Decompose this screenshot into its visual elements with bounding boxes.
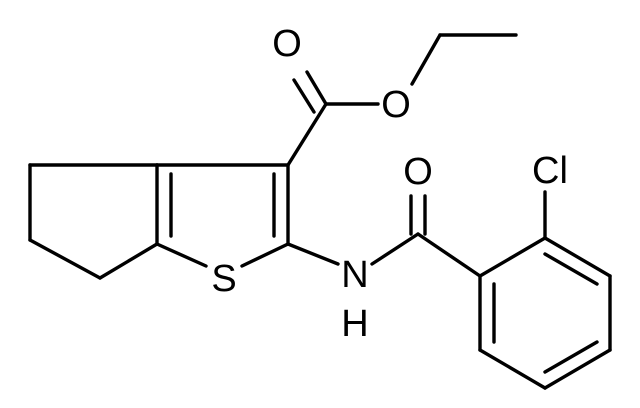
bond-c2-n — [286, 242, 340, 266]
atom-o-amide: O — [403, 151, 433, 193]
bond-c4-c5 — [98, 242, 159, 280]
bond-b4-b5-inner — [543, 340, 599, 374]
bond-b4-b5 — [543, 348, 612, 390]
atom-labels: O O O S N H Cl — [211, 23, 568, 345]
bond-cester-o-double-2 — [292, 78, 316, 114]
bonds — [28, 33, 612, 390]
bond-cester-o-double-1 — [305, 70, 328, 106]
bond-c3-cester — [286, 102, 328, 167]
bond-b2-b3 — [543, 236, 612, 278]
bond-c7a-s — [155, 242, 208, 268]
bond-b2-b3-inner — [543, 252, 599, 286]
bond-s-c2 — [240, 242, 290, 268]
atom-s: S — [211, 258, 236, 300]
atom-n: N — [341, 254, 368, 296]
bond-b1-b2 — [478, 236, 547, 278]
bond-o-ch2 — [410, 33, 442, 86]
atom-h: H — [341, 303, 368, 345]
bond-n-camide — [370, 232, 420, 266]
atom-o-carbonyl-ester: O — [272, 23, 302, 65]
bond-c5-c6 — [28, 238, 102, 280]
bond-b5-b6 — [478, 348, 547, 390]
atom-o-ester: O — [381, 84, 411, 126]
bond-camide-cipso — [416, 232, 482, 278]
atom-cl: Cl — [532, 150, 568, 192]
